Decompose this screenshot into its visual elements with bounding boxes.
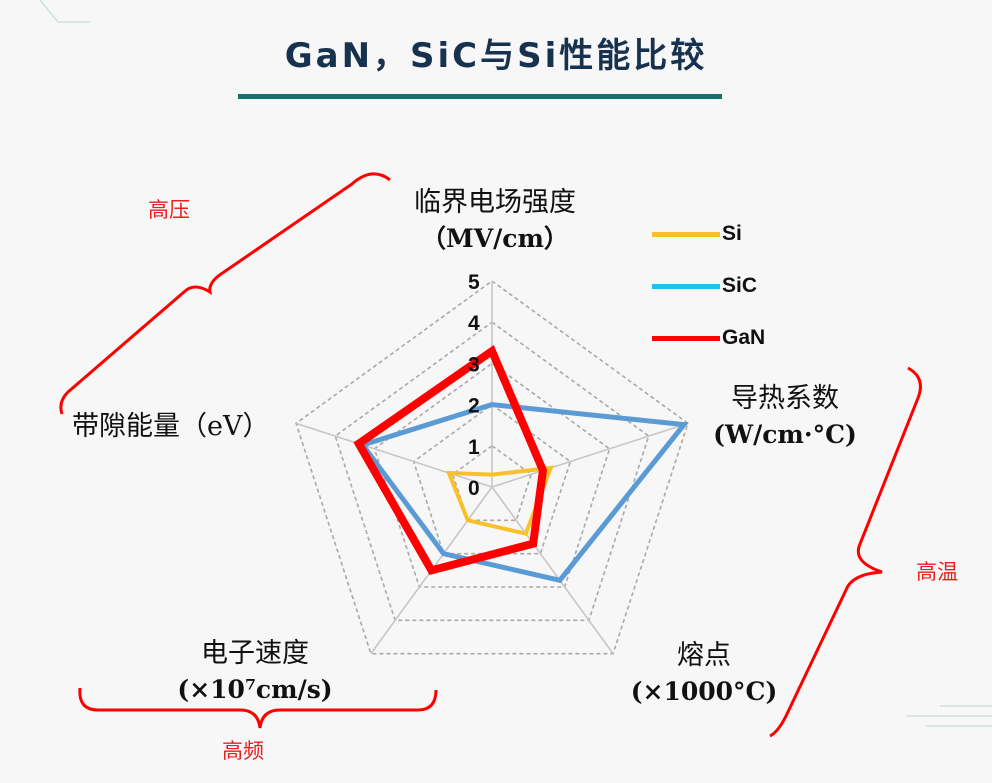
grid-ring-1 [451, 444, 533, 522]
legend-swatch-sic [652, 283, 720, 289]
legend-swatch-gan [652, 335, 720, 341]
annotation-high-voltage: 高压 [148, 198, 190, 222]
axis-label-electron-velocity: 电子速度 (×10⁷cm/s) [177, 638, 333, 704]
annotation-high-frequency: 高频 [222, 739, 264, 763]
tick-label-5: 5 [468, 271, 480, 294]
tick-label-1: 1 [468, 436, 480, 459]
axis-spoke-2 [491, 486, 614, 655]
axis-label-bandgap: 带隙能量（eV） [72, 411, 270, 442]
legend-item-gan: GaN [652, 312, 765, 364]
chart-legend: Si SiC GaN [652, 208, 765, 364]
annotation-high-temperature: 高温 [916, 560, 958, 584]
bracket-high-frequency [78, 687, 438, 729]
series-sic [358, 402, 689, 584]
corner-decoration-bottom [906, 705, 992, 727]
tick-label-2: 2 [468, 395, 480, 418]
series-gan [353, 344, 548, 575]
tick-label-4: 4 [468, 312, 480, 335]
axis-label-melting-point: 熔点 (×1000°C) [630, 640, 778, 706]
legend-swatch-si [652, 231, 720, 237]
tick-label-0: 0 [468, 477, 480, 500]
grid-ring-5 [295, 280, 689, 655]
axis-label-breakdown-field: 临界电场强度 （MV/cm） [414, 187, 576, 253]
title-underline [238, 94, 722, 99]
tick-label-3: 3 [468, 353, 480, 376]
axis-spoke-4 [295, 422, 493, 488]
page-title: GaN，SiC与Si性能比较 [284, 36, 708, 76]
legend-item-si: Si [652, 208, 765, 260]
bracket-high-temperature [769, 366, 922, 738]
axis-label-thermal-conductivity: 导热系数 (W/cm·°C) [713, 383, 857, 449]
axis-spoke-1 [491, 422, 689, 488]
grid-ring-2 [412, 403, 572, 555]
legend-item-sic: SiC [652, 260, 765, 312]
bracket-high-voltage [59, 172, 391, 415]
corner-decoration-top [39, 0, 90, 23]
